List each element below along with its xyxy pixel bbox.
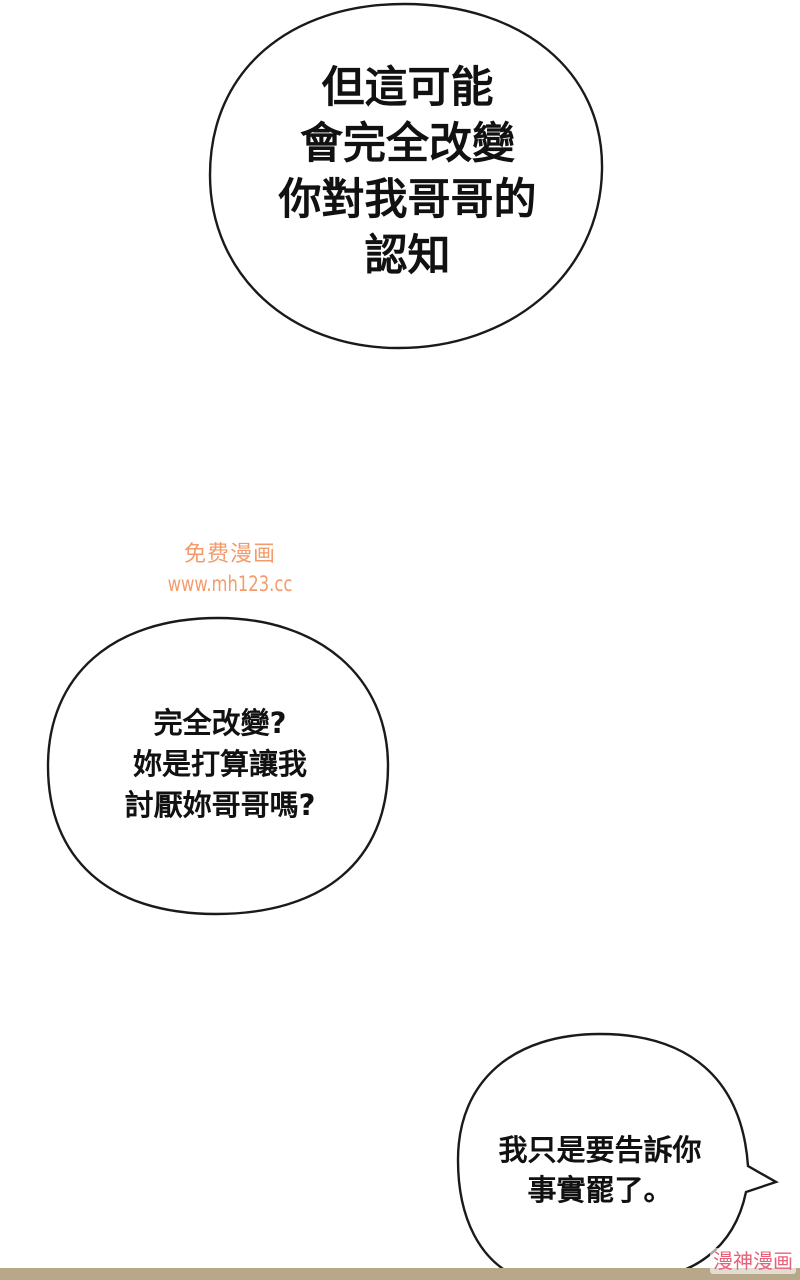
- watermark-url: www.mh123.cc: [167, 572, 293, 596]
- bubble-2-text: 完全改變? 妳是打算讓我 討厭妳哥哥嗎?: [124, 706, 316, 822]
- bubble-1-text: 但這可能 會完全改變 你對我哥哥的 認知: [278, 63, 537, 281]
- corner-watermark: 漫神漫画: [710, 1248, 796, 1274]
- watermark-title: 免费漫画: [183, 542, 276, 567]
- speech-bubble-1: [208, 2, 604, 350]
- bubble-3-text: 我只是要告訴你 事實罷了。: [498, 1133, 702, 1207]
- site-watermark: 免费漫画 www.mh123.cc: [160, 540, 300, 598]
- next-panel-edge: [0, 1268, 800, 1280]
- speech-bubble-2: [46, 616, 390, 916]
